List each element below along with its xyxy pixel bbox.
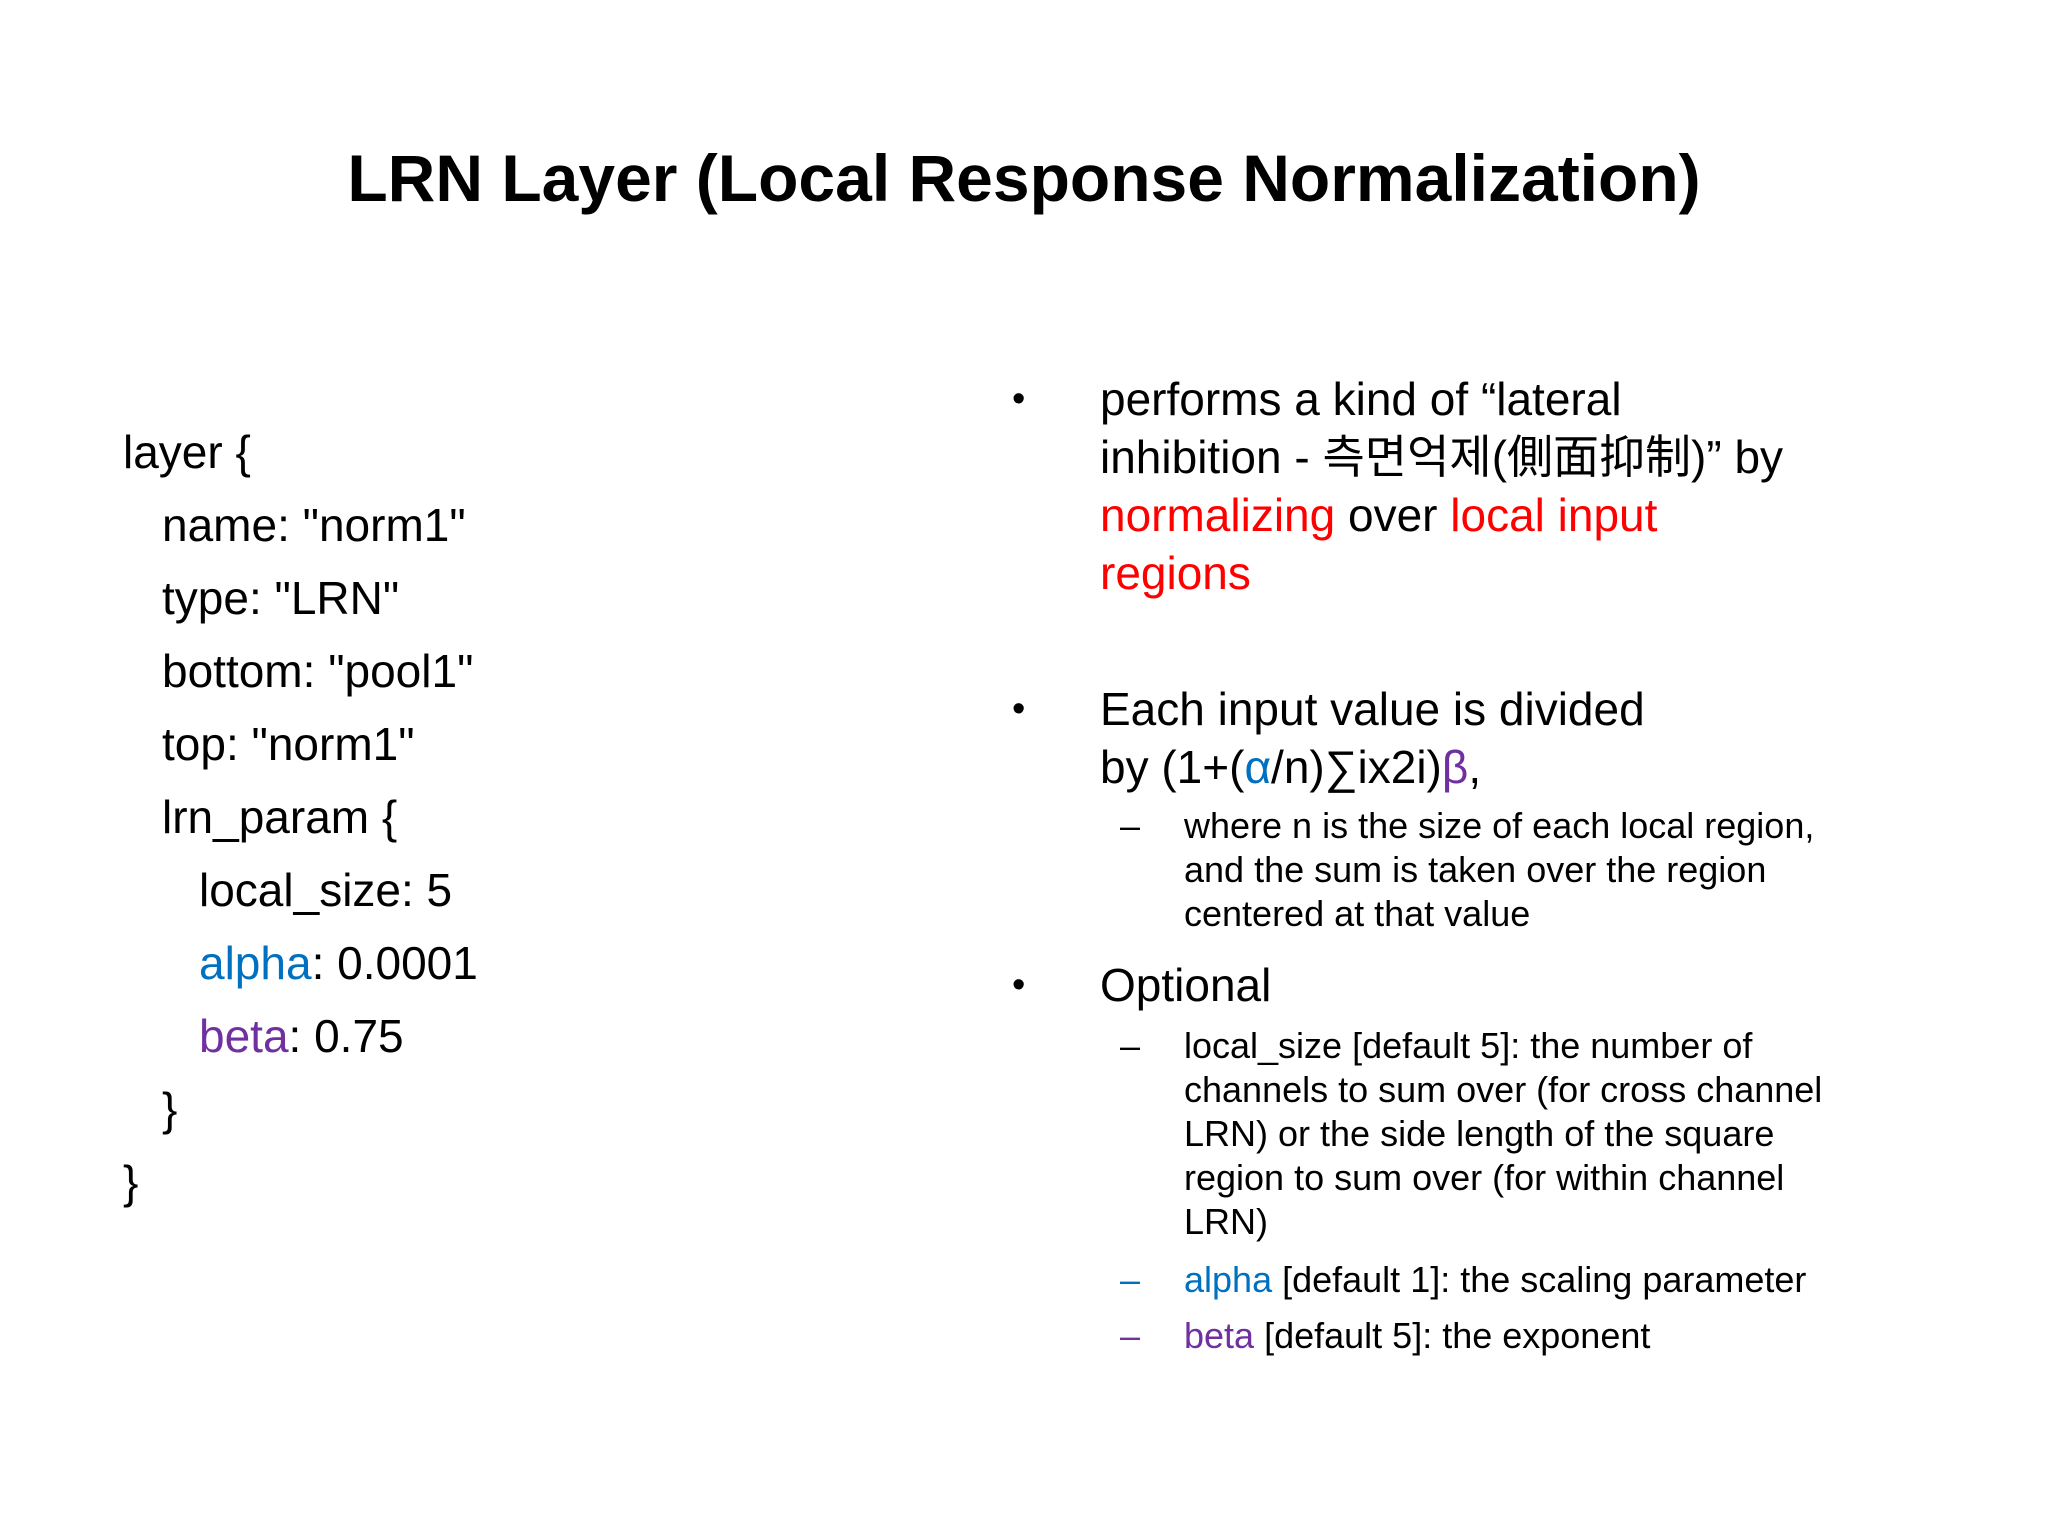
text-segment-highlight: normalizing <box>1100 489 1336 541</box>
bullet-marker: • <box>1012 378 1026 420</box>
text-segment: over <box>1335 489 1451 541</box>
bullet-text-line: beta [default 5]: the exponent <box>1184 1314 2012 1358</box>
bullet-item: • Optional <box>1012 956 2012 1014</box>
bullet-text: performs a kind of “lateral inhibition - … <box>1100 370 2012 602</box>
dash-marker: – <box>1120 1315 1141 1356</box>
text-segment: inhibition - 측면억제(側面抑制)” by <box>1100 431 1784 483</box>
text-segment: by (1+( <box>1100 741 1245 793</box>
code-line: } <box>123 1073 478 1146</box>
code-line: layer { <box>123 416 478 489</box>
bullet-text: where n is the size of each local region… <box>1184 804 2012 936</box>
bullet-text-line: LRN) or the side length of the square <box>1184 1112 2012 1156</box>
text-segment: lrn_param { <box>162 791 398 843</box>
text-segment-alpha: alpha <box>1184 1259 1273 1300</box>
bullet-text-line: channels to sum over (for cross channel <box>1184 1068 2012 1112</box>
text-segment: /n)∑ix2i) <box>1271 741 1442 793</box>
text-segment: Each input value is divided <box>1100 683 1645 735</box>
text-segment: LRN) or the side length of the square <box>1184 1113 1775 1154</box>
bullet-marker: • <box>1012 688 1026 730</box>
bullet-text-line: by (1+(α/n)∑ix2i)β, <box>1100 738 2012 796</box>
text-segment: name: "norm1" <box>162 499 466 551</box>
text-segment: where n is the size of each local region… <box>1184 805 1815 846</box>
text-segment: Optional <box>1100 959 1272 1011</box>
sub-bullet-item: – beta [default 5]: the exponent <box>1120 1314 2012 1358</box>
dash-marker: – <box>1120 1025 1141 1066</box>
text-segment: : 0.75 <box>288 1010 404 1062</box>
bullet-text-line: Each input value is divided <box>1100 680 2012 738</box>
text-segment: local_size [default 5]: the number of <box>1184 1025 1753 1066</box>
code-line: top: "norm1" <box>123 708 478 781</box>
bullet-text: beta [default 5]: the exponent <box>1184 1314 2012 1358</box>
text-segment: : 0.0001 <box>311 937 478 989</box>
text-segment-alpha: α <box>1244 741 1272 793</box>
dash-marker: – <box>1120 805 1141 846</box>
code-line: lrn_param { <box>123 781 478 854</box>
text-segment: region to sum over (for within channel <box>1184 1157 1785 1198</box>
dash-marker: – <box>1120 1259 1141 1300</box>
text-segment-beta: β <box>1441 741 1469 793</box>
sub-bullet-item: – where n is the size of each local regio… <box>1120 804 2012 936</box>
text-segment: type: "LRN" <box>162 572 400 624</box>
bullet-text: alpha [default 1]: the scaling parameter <box>1184 1258 2012 1302</box>
bullet-text-line: region to sum over (for within channel <box>1184 1156 2012 1200</box>
text-segment: , <box>1468 741 1482 793</box>
text-segment-highlight: local input <box>1450 489 1658 541</box>
text-segment-beta: beta <box>199 1010 289 1062</box>
text-segment: } <box>162 1083 178 1135</box>
text-segment: and the sum is taken over the region <box>1184 849 1767 890</box>
code-block: layer { name: "norm1" type: "LRN" bottom: "… <box>123 416 478 1219</box>
bullet-text-line: centered at that value <box>1184 892 2012 936</box>
text-segment: [default 1]: the scaling parameter <box>1272 1259 1807 1300</box>
bullet-text-line: local_size [default 5]: the number of <box>1184 1024 2012 1068</box>
sub-bullet-item: – alpha [default 1]: the scaling paramete… <box>1120 1258 2012 1302</box>
text-segment: top: "norm1" <box>162 718 415 770</box>
bullet-text-line: alpha [default 1]: the scaling parameter <box>1184 1258 2012 1302</box>
code-line: } <box>123 1146 478 1219</box>
text-segment: centered at that value <box>1184 893 1531 934</box>
bullet-text-line: Optional <box>1100 956 2012 1014</box>
text-segment: layer { <box>123 426 251 478</box>
bullet-text-line: performs a kind of “lateral <box>1100 370 2012 428</box>
text-segment: performs a kind of “lateral <box>1100 373 1622 425</box>
bullet-text-line: where n is the size of each local region… <box>1184 804 2012 848</box>
code-line: name: "norm1" <box>123 489 478 562</box>
bullet-text-line: normalizing over local input <box>1100 486 2012 544</box>
code-line: alpha: 0.0001 <box>123 927 478 1000</box>
page-title: LRN Layer (Local Response Normalization) <box>347 141 1701 215</box>
text-segment: } <box>123 1156 139 1208</box>
text-segment: local_size: 5 <box>199 864 453 916</box>
bullet-marker: • <box>1012 964 1026 1006</box>
code-line: type: "LRN" <box>123 562 478 635</box>
text-segment: [default 5]: the exponent <box>1254 1315 1651 1356</box>
code-line: beta: 0.75 <box>123 1000 478 1073</box>
text-segment: LRN) <box>1184 1201 1269 1242</box>
text-segment-alpha: alpha <box>199 937 312 989</box>
bullet-column: • performs a kind of “lateral inhibition -… <box>1012 370 2012 1358</box>
code-line: bottom: "pool1" <box>123 635 478 708</box>
code-line: local_size: 5 <box>123 854 478 927</box>
bullet-item: • performs a kind of “lateral inhibition -… <box>1012 370 2012 602</box>
bullet-text-line: inhibition - 측면억제(側面抑制)” by <box>1100 428 2012 486</box>
bullet-text-line: regions <box>1100 544 2012 602</box>
text-segment: channels to sum over (for cross channel <box>1184 1069 1823 1110</box>
text-segment-beta: beta <box>1184 1315 1255 1356</box>
text-segment: bottom: "pool1" <box>162 645 474 697</box>
bullet-text-line: LRN) <box>1184 1200 2012 1244</box>
bullet-text: Optional <box>1100 956 2012 1014</box>
text-segment-highlight: regions <box>1100 547 1251 599</box>
bullet-text-line: and the sum is taken over the region <box>1184 848 2012 892</box>
